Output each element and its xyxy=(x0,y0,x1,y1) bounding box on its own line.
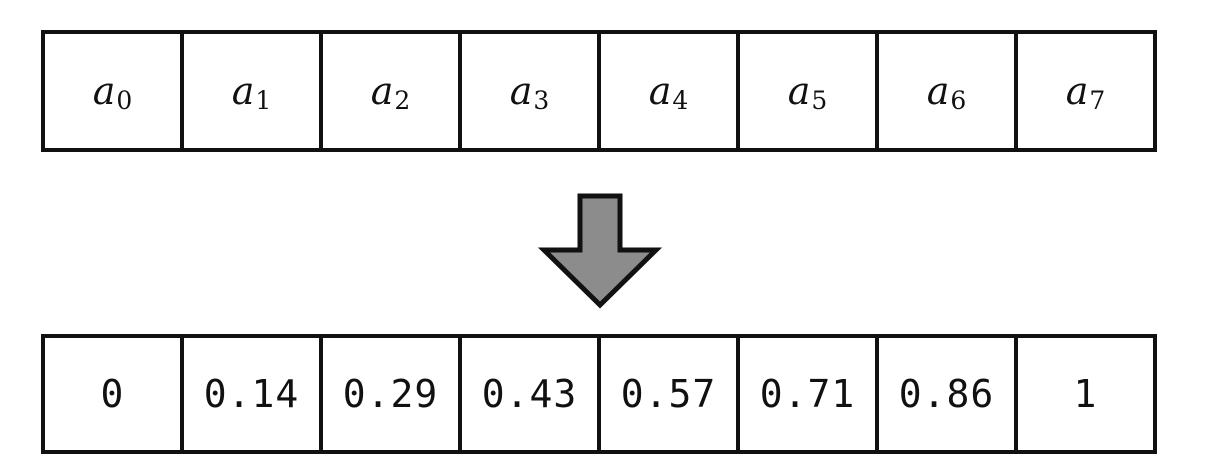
output-array: 0 0.14 0.29 0.43 0.57 0.71 0.86 1 xyxy=(41,334,1157,454)
variable-subscript: 6 xyxy=(950,85,967,115)
output-cell: 0 xyxy=(100,372,125,416)
variable-subscript: 7 xyxy=(1089,85,1106,115)
down-arrow-icon xyxy=(537,193,663,309)
variable-base: a xyxy=(648,69,672,113)
variable-subscript: 1 xyxy=(255,85,272,115)
variable-base: a xyxy=(509,69,533,113)
output-cell: 0.86 xyxy=(875,338,1014,450)
variable-subscript: 4 xyxy=(672,85,689,115)
output-cell: 0.71 xyxy=(736,338,875,450)
variable-subscript: 0 xyxy=(116,85,133,115)
variable-base: a xyxy=(92,69,116,113)
variable-base: a xyxy=(1065,69,1089,113)
output-cell: 1 xyxy=(1014,338,1153,450)
down-arrow-shape xyxy=(537,193,663,309)
variable-subscript: 5 xyxy=(811,85,828,115)
variable-subscript: 3 xyxy=(533,85,550,115)
variable-base: a xyxy=(370,69,394,113)
variable-base: a xyxy=(787,69,811,113)
output-cell: 0.57 xyxy=(597,338,736,450)
variable-base: a xyxy=(231,69,255,113)
output-cell: 0.14 xyxy=(180,338,319,450)
output-cell: 0.43 xyxy=(458,338,597,450)
output-cell: 0.29 xyxy=(319,338,458,450)
variable-base: a xyxy=(926,69,950,113)
variable-subscript: 2 xyxy=(394,85,411,115)
